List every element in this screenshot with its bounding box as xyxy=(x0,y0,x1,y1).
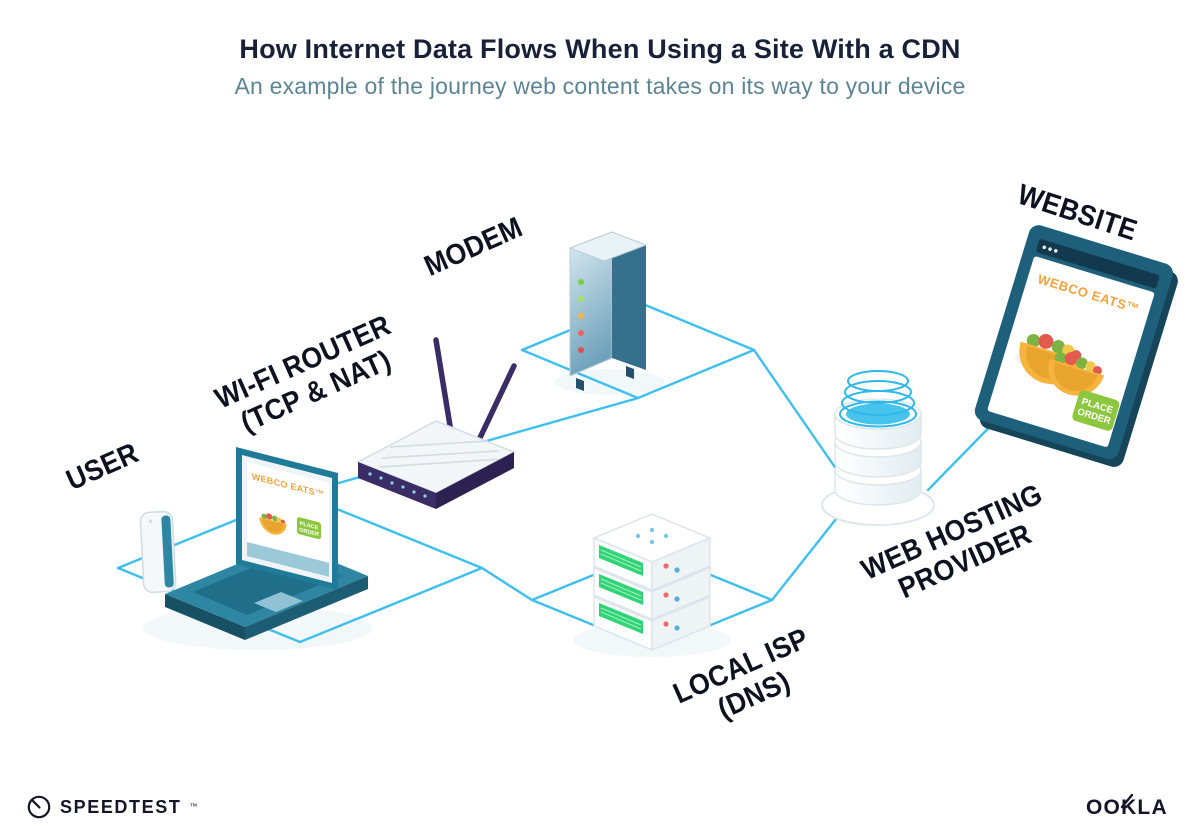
speedtest-wordmark: SPEEDTEST xyxy=(60,796,182,817)
ookla-wordmark-svg: OOKLA xyxy=(1086,794,1168,819)
modem-led-lights xyxy=(578,279,584,353)
website-order-button xyxy=(1072,390,1120,431)
laptop-page-footer xyxy=(247,542,329,577)
modem-top xyxy=(568,231,648,262)
server-top-dots xyxy=(635,527,669,545)
isp-server-icon xyxy=(592,513,712,652)
modem-side xyxy=(612,232,646,370)
ookla-needle-icon xyxy=(1120,794,1134,809)
browser-window-dots xyxy=(1042,245,1058,253)
router-side-right xyxy=(436,452,514,509)
modem-icon xyxy=(568,231,648,391)
speedtest-logo: SPEEDTEST ™ xyxy=(26,794,197,820)
db-cyan-rings xyxy=(839,370,917,428)
laptop-edge-left xyxy=(165,594,245,640)
server-panel-stripes xyxy=(600,549,642,630)
wifi-router-icon xyxy=(356,337,517,509)
laptop-screen-content: WEBCO EATS™ PLACE ORDER xyxy=(247,462,329,577)
laptop-touchpad xyxy=(254,592,303,612)
phone-icon xyxy=(139,510,177,594)
laptop-order-line1: PLACE xyxy=(300,521,319,532)
modem-foot-left xyxy=(576,378,584,391)
web-hosting-icon xyxy=(821,370,935,526)
server-status-dots xyxy=(663,563,680,631)
phone-camera-dot xyxy=(148,519,153,523)
server-unit-separators xyxy=(593,565,711,622)
router-side-left xyxy=(358,462,436,509)
footer: SPEEDTEST ™ OOKLA xyxy=(0,794,1200,820)
router-antenna-left xyxy=(433,337,455,441)
page-title: How Internet Data Flows When Using a Sit… xyxy=(239,34,961,64)
router-antenna-right xyxy=(475,363,517,445)
router-status-dots xyxy=(368,472,427,498)
laptop-order-line2: ORDER xyxy=(299,527,319,538)
page-subtitle: An example of the journey web content ta… xyxy=(234,73,966,99)
server-green-panels xyxy=(599,545,643,634)
ookla-wordmark: OOKLA xyxy=(1086,796,1168,819)
ookla-logo: OOKLA xyxy=(1084,794,1174,820)
speedtest-trademark: ™ xyxy=(189,802,198,811)
header: How Internet Data Flows When Using a Sit… xyxy=(0,0,1200,100)
router-grooves xyxy=(379,440,503,468)
link-isp-hosting xyxy=(770,512,842,602)
website-browser: WEBCO EATS™ PLACE ORDER xyxy=(974,225,1178,467)
laptop-icon: WEBCO EATS™ PLACE ORDER xyxy=(165,447,368,640)
link-modem-hosting xyxy=(752,348,852,491)
laptop-order-button xyxy=(297,517,321,540)
browser-titlebar xyxy=(1036,239,1160,289)
speedtest-gauge-icon xyxy=(27,795,51,819)
laptop-edge-right xyxy=(245,576,368,640)
link-user-isp xyxy=(480,566,534,602)
modem-foot-right xyxy=(626,366,634,379)
phone-screen-edge xyxy=(161,515,174,588)
